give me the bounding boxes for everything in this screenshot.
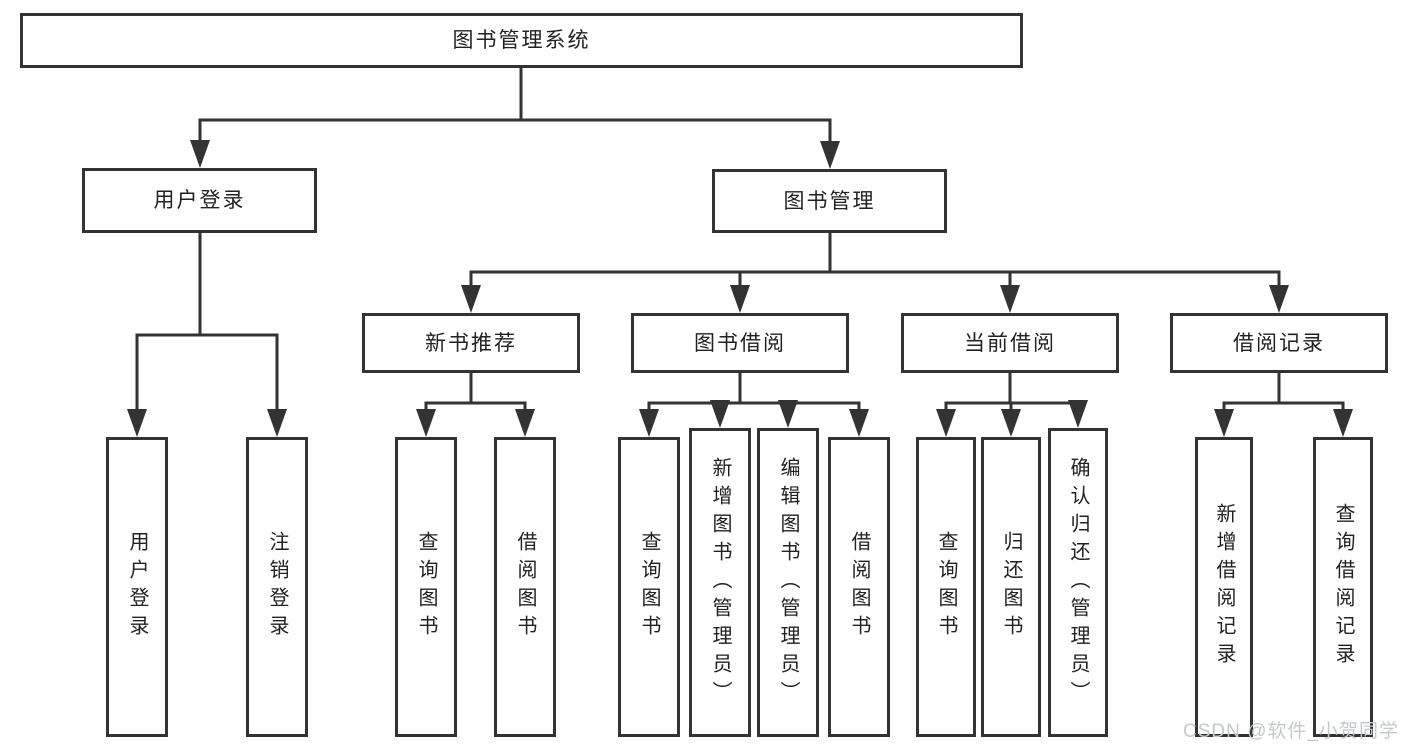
node-new-book-recommend-label: 新书推荐 [425, 331, 517, 355]
node-book-borrowing-label: 图书借阅 [694, 331, 786, 355]
node-book-borrowing: 图书借阅 [631, 313, 849, 373]
node-current-borrowing: 当前借阅 [901, 313, 1119, 373]
leaf-return-books-label: 归还图书 [1000, 531, 1022, 643]
leaf-user-login: 用户登录 [106, 437, 168, 737]
leaf-edit-books-admin-label: 编辑图书（管理员） [777, 456, 799, 709]
leaf-add-borrow-record: 新增借阅记录 [1195, 437, 1253, 737]
leaf-add-borrow-record-label: 新增借阅记录 [1213, 503, 1235, 671]
node-book-management-label: 图书管理 [783, 189, 876, 213]
leaf-borrow-books-2-label: 借阅图书 [848, 531, 870, 643]
leaf-confirm-return-admin-label: 确认归还（管理员） [1067, 456, 1089, 709]
leaf-search-books-2: 查询图书 [618, 437, 680, 737]
leaf-borrow-books-2: 借阅图书 [828, 437, 890, 737]
leaf-search-books-1-label: 查询图书 [415, 531, 437, 643]
leaf-add-books-admin: 新增图书（管理员） [689, 428, 751, 737]
leaf-borrow-books-1: 借阅图书 [494, 437, 556, 737]
leaf-search-books-1: 查询图书 [395, 437, 457, 737]
node-current-borrowing-label: 当前借阅 [964, 331, 1056, 355]
leaf-edit-books-admin: 编辑图书（管理员） [757, 428, 819, 737]
leaf-search-borrow-record: 查询借阅记录 [1313, 437, 1373, 737]
leaf-confirm-return-admin: 确认归还（管理员） [1048, 428, 1108, 737]
leaf-search-borrow-record-label: 查询借阅记录 [1332, 503, 1354, 671]
leaf-logout-login: 注销登录 [246, 437, 308, 737]
leaf-add-books-admin-label: 新增图书（管理员） [709, 456, 731, 709]
node-user-login-label: 用户登录 [153, 189, 246, 212]
leaf-search-books-3: 查询图书 [916, 437, 976, 737]
node-user-login: 用户登录 [82, 168, 317, 233]
node-root-label: 图书管理系统 [452, 29, 591, 52]
node-new-book-recommend: 新书推荐 [362, 313, 580, 373]
csdn-watermark: CSDN @软件_小贺同学 [1183, 721, 1399, 742]
leaf-return-books: 归还图书 [981, 437, 1041, 737]
leaf-logout-login-label: 注销登录 [266, 531, 288, 643]
leaf-borrow-books-1-label: 借阅图书 [514, 531, 536, 643]
leaf-search-books-2-label: 查询图书 [638, 531, 660, 643]
node-book-management: 图书管理 [712, 169, 947, 233]
leaf-search-books-3-label: 查询图书 [935, 531, 957, 643]
leaf-user-login-label: 用户登录 [126, 531, 148, 643]
node-borrow-records: 借阅记录 [1170, 313, 1388, 373]
node-borrow-records-label: 借阅记录 [1233, 331, 1325, 355]
node-root: 图书管理系统 [20, 13, 1023, 68]
